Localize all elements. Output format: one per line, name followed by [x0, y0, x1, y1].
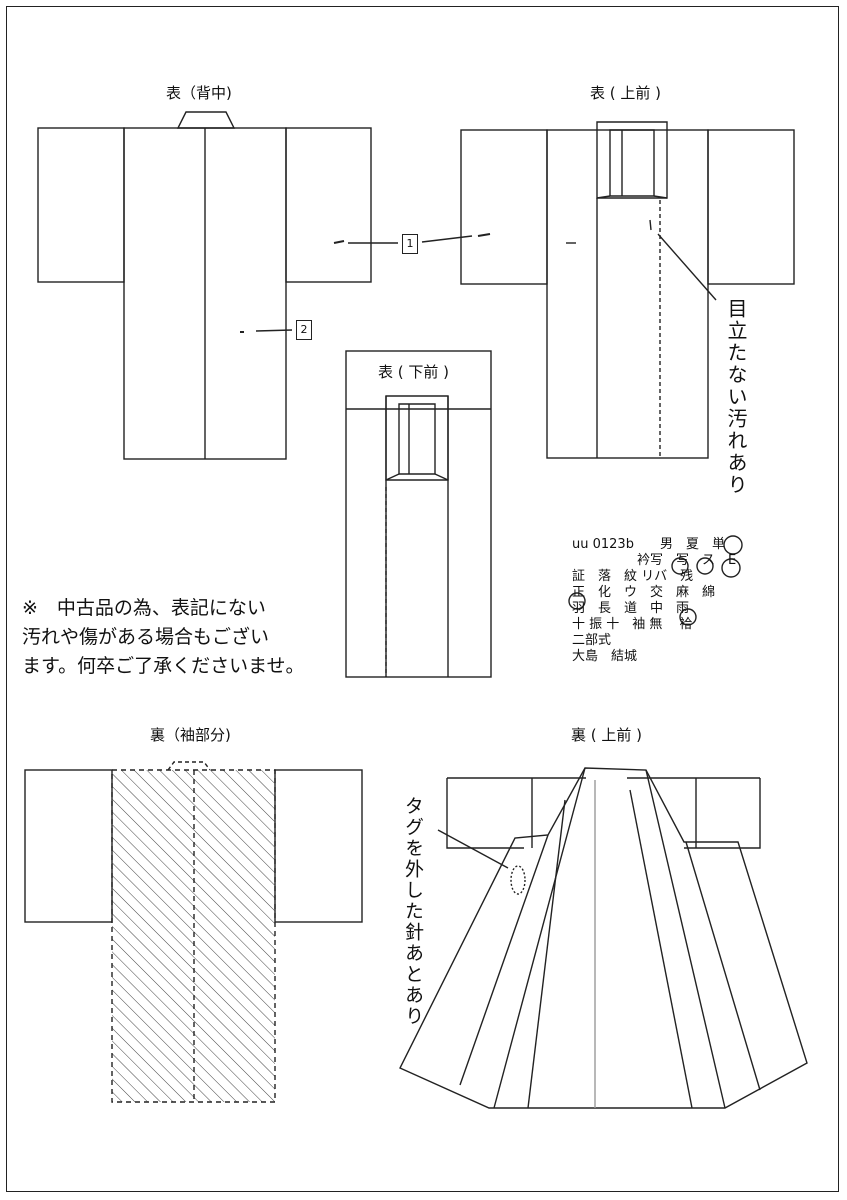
code-line: 十 振 十 袖 無 袷 [572, 617, 693, 632]
notice-line: ます。何卒ご了承くださいませ。 [22, 655, 305, 677]
front-lower-drawing [345, 350, 492, 678]
label-front-upper: 表 ( 上前 ) [590, 84, 662, 102]
label-lining-upper: 裏 ( 上前 ) [571, 726, 643, 744]
marker-2: 2 [296, 320, 312, 340]
code-line: 証 落 紋 リバ 残 [572, 569, 694, 584]
lining-upper-drawing [399, 767, 808, 1109]
notice-line: ※ 中古品の為、表記にない [22, 597, 266, 619]
label-front-lower: 表 ( 下前 ) [378, 363, 450, 381]
code-block: uu 0123b 男 夏 単 衿写 写 ス E 証 落 紋 リバ 残 正 化 ウ… [572, 537, 736, 665]
code-line: 大島 結城 [572, 649, 638, 664]
code-line: 衿写 写 ス E [572, 553, 737, 568]
code-line: 正 化 ウ 交 麻 綿 [572, 585, 716, 600]
back-kimono-drawing [37, 111, 491, 460]
code-circles [568, 535, 743, 626]
code-line: 羽 長 道 中 雨 [572, 601, 690, 616]
code-line: uu 0123b 男 夏 単 [572, 537, 725, 552]
front-upper-drawing [460, 121, 795, 459]
marker-1: 1 [402, 234, 418, 254]
notice-line: 汚れや傷がある場合もござい [22, 626, 270, 648]
handwritten-stain-note: 目立たない汚れあり [724, 298, 748, 496]
lining-sleeve-drawing [24, 761, 363, 1103]
label-lining-sleeve: 裏（袖部分) [150, 726, 231, 744]
label-back: 表（背中) [166, 84, 232, 102]
code-line: 二部式 [572, 633, 612, 648]
notice-text: ※ 中古品の為、表記にない 汚れや傷がある場合もござい ます。何卒ご了承ください… [22, 594, 305, 681]
handwritten-tag-note: タグを外した針あとあり [402, 796, 424, 1027]
page-frame [6, 6, 839, 1192]
